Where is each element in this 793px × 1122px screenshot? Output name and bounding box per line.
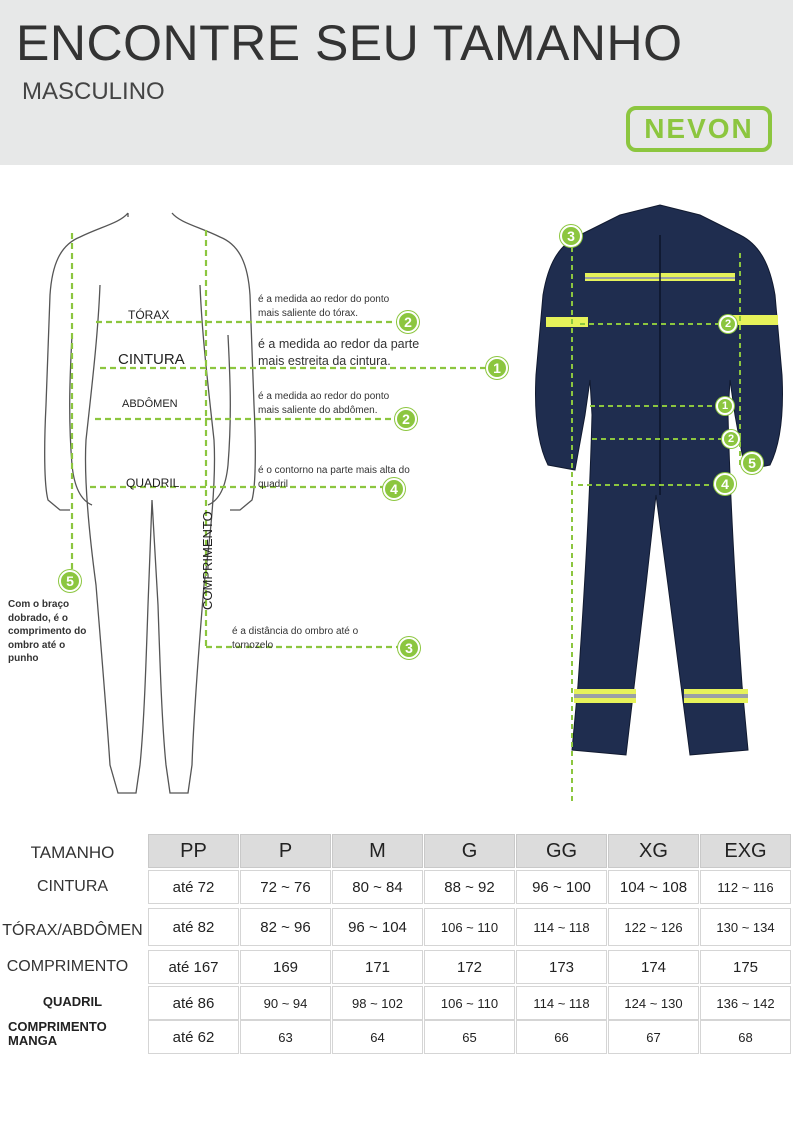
row-label: QUADRIL <box>42 994 103 1009</box>
note-manga: Com o braço dobrado, é o comprimento do … <box>8 599 87 664</box>
measurement-figure: TÓRAX CINTURA ABDÔMEN QUADRIL COMPRIMENT… <box>0 165 793 815</box>
table-header-label: TAMANHO <box>30 843 115 862</box>
table-row: CINTURA até 72 72 ~ 76 80 ~ 84 88 ~ 92 9… <box>0 870 793 908</box>
label-abdomen: ABDÔMEN <box>122 398 178 410</box>
table-cell: até 82 <box>148 908 239 946</box>
table-cell: 88 ~ 92 <box>424 870 515 904</box>
size-header: EXG <box>700 834 791 868</box>
note-cintura: é a medida ao redor da parte mais estrei… <box>258 337 420 368</box>
badge-quadril: 4 <box>383 478 405 500</box>
table-cell: 114 ~ 118 <box>516 986 607 1020</box>
figure-illustration <box>44 204 783 805</box>
table-cell: 106 ~ 110 <box>424 908 515 946</box>
coverall-badge-quadril: 4 <box>714 473 736 495</box>
table-cell: 72 ~ 76 <box>240 870 331 904</box>
table-cell: 172 <box>424 950 515 984</box>
page-header: ENCONTRE SEU TAMANHO MASCULINO NEVON <box>0 0 793 165</box>
badge-torax: 2 <box>397 311 419 333</box>
body-guides <box>70 230 490 649</box>
table-cell: 68 <box>700 1020 791 1054</box>
table-cell: 114 ~ 118 <box>516 908 607 946</box>
coverall-garment <box>535 204 783 756</box>
badge-abdomen: 2 <box>395 408 417 430</box>
size-table: TAMANHO PP P M G GG XG EXG CINTURA até 7… <box>0 828 793 1058</box>
table-cell: 65 <box>424 1020 515 1054</box>
table-cell: 90 ~ 94 <box>240 986 331 1020</box>
label-torax: TÓRAX <box>128 308 170 322</box>
table-cell: 171 <box>332 950 423 984</box>
size-header: G <box>424 834 515 868</box>
row-label: COMPRIMENTO MANGA <box>8 1019 107 1049</box>
table-cell: 63 <box>240 1020 331 1054</box>
page-subtitle: MASCULINO <box>22 78 165 105</box>
note-quadril: é o contorno na parte mais alta do quadr… <box>258 465 410 490</box>
note-comprimento: é a distância do ombro até o tornozelo <box>232 626 359 651</box>
table-cell: 104 ~ 108 <box>608 870 699 904</box>
body-outline <box>44 212 256 794</box>
badge-manga: 5 <box>59 570 81 592</box>
badge-cintura: 1 <box>486 357 508 379</box>
table-row: COMPRIMENTO até 167 169 171 172 173 174 … <box>0 950 793 988</box>
table-row: TÓRAX/ABDÔMEN até 82 82 ~ 96 96 ~ 104 10… <box>0 908 793 946</box>
table-cell: até 167 <box>148 950 239 984</box>
brand-logo: NEVON <box>626 106 772 152</box>
table-row: COMPRIMENTO MANGA até 62 63 64 65 66 67 … <box>0 1019 793 1058</box>
table-cell: 80 ~ 84 <box>332 870 423 904</box>
row-label: COMPRIMENTO <box>6 958 129 975</box>
table-cell: até 72 <box>148 870 239 904</box>
label-cintura: CINTURA <box>118 351 185 368</box>
table-cell: 96 ~ 100 <box>516 870 607 904</box>
table-cell: 136 ~ 142 <box>700 986 791 1020</box>
label-comprimento: COMPRIMENTO <box>200 511 215 610</box>
row-label: TÓRAX/ABDÔMEN <box>2 922 143 939</box>
note-abdomen: é a medida ao redor do ponto mais salien… <box>258 391 390 416</box>
table-cell: 175 <box>700 950 791 984</box>
coverall-badge-cintura: 1 <box>716 397 734 415</box>
table-header-row: TAMANHO PP P M G GG XG EXG <box>0 834 793 872</box>
table-cell: até 86 <box>148 986 239 1020</box>
size-header: XG <box>608 834 699 868</box>
coverall-badge-comprimento: 3 <box>560 225 582 247</box>
table-cell: 66 <box>516 1020 607 1054</box>
table-cell: 173 <box>516 950 607 984</box>
table-cell: 112 ~ 116 <box>700 870 791 904</box>
table-cell: 67 <box>608 1020 699 1054</box>
note-torax: é a medida ao redor do ponto mais salien… <box>258 294 390 319</box>
table-cell: 96 ~ 104 <box>332 908 423 946</box>
badge-comprimento: 3 <box>398 637 420 659</box>
table-row: QUADRIL até 86 90 ~ 94 98 ~ 102 106 ~ 11… <box>0 986 793 1024</box>
coverall-badge-manga: 5 <box>741 452 763 474</box>
table-cell: 174 <box>608 950 699 984</box>
table-cell: 124 ~ 130 <box>608 986 699 1020</box>
size-header: M <box>332 834 423 868</box>
page-title: ENCONTRE SEU TAMANHO <box>16 15 683 71</box>
size-header: GG <box>516 834 607 868</box>
table-cell: 64 <box>332 1020 423 1054</box>
size-header: P <box>240 834 331 868</box>
size-header: PP <box>148 834 239 868</box>
table-cell: 106 ~ 110 <box>424 986 515 1020</box>
label-quadril: QUADRIL <box>126 476 180 490</box>
table-cell: 82 ~ 96 <box>240 908 331 946</box>
coverall-badge-abdomen: 2 <box>722 430 740 448</box>
coverall-badge-torax: 2 <box>719 315 737 333</box>
table-cell: 122 ~ 126 <box>608 908 699 946</box>
table-cell: 130 ~ 134 <box>700 908 791 946</box>
row-label: CINTURA <box>36 878 109 895</box>
table-cell: 169 <box>240 950 331 984</box>
table-cell: até 62 <box>148 1020 239 1054</box>
table-cell: 98 ~ 102 <box>332 986 423 1020</box>
coverall-guides <box>571 247 741 805</box>
